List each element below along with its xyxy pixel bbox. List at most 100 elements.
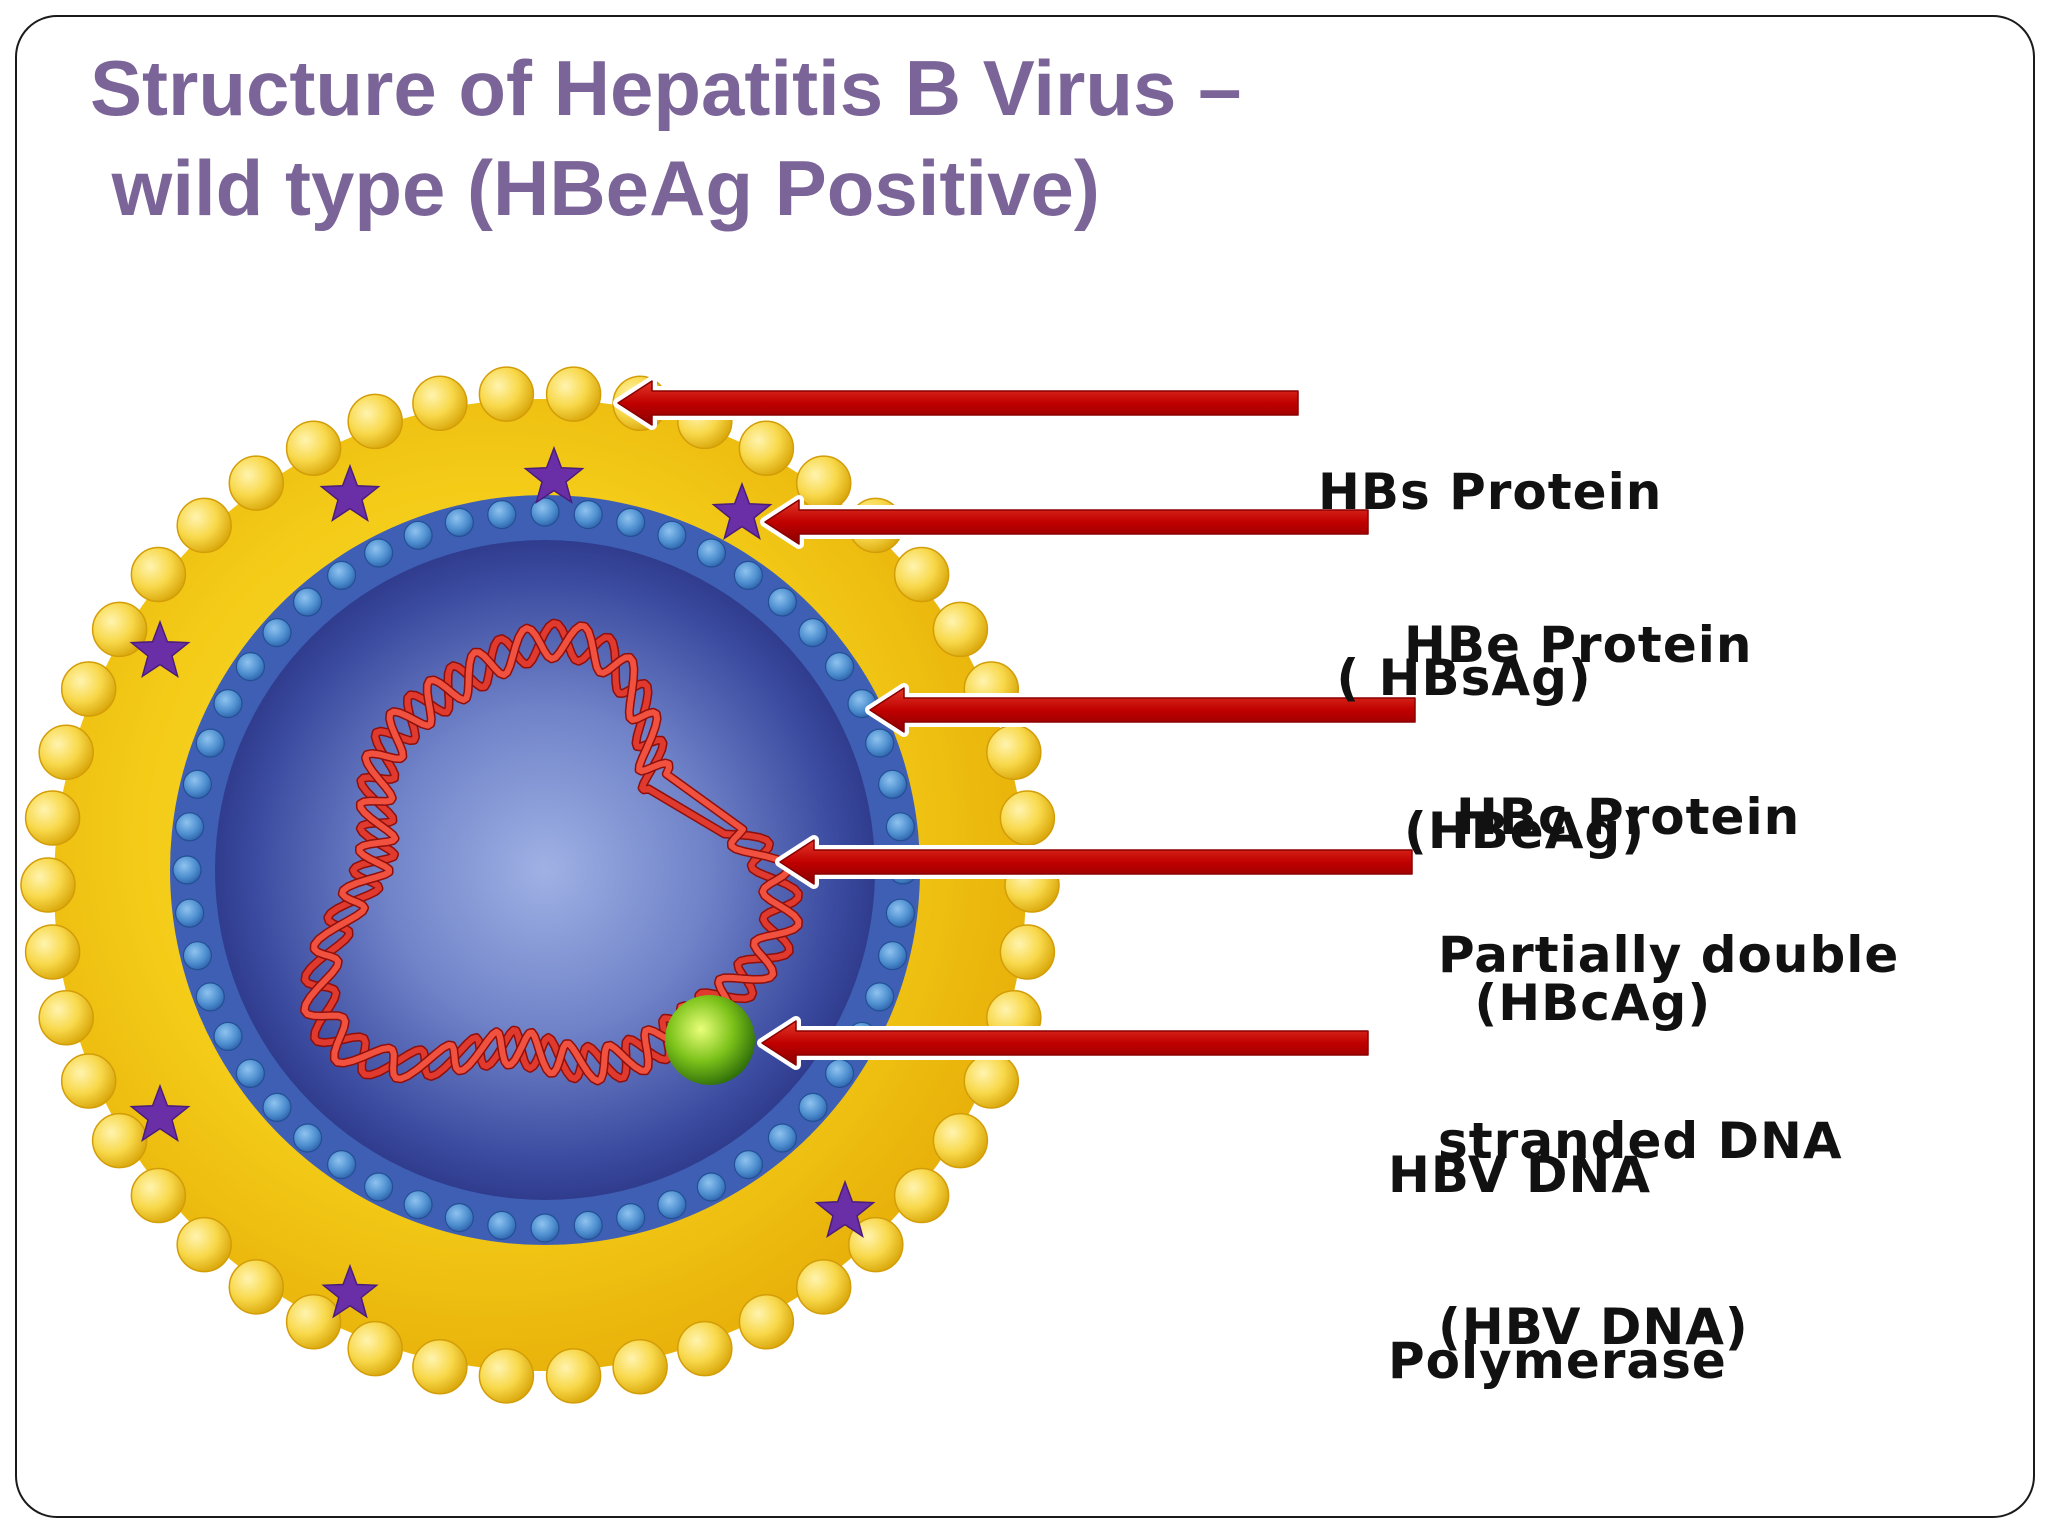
surface-sphere xyxy=(795,1259,852,1315)
capsid-bead xyxy=(877,941,908,971)
capsid-bead xyxy=(487,499,517,530)
surface-sphere xyxy=(478,1348,535,1404)
capsid-bead xyxy=(172,855,202,885)
capsid-bead xyxy=(616,507,646,538)
capsid-bead xyxy=(824,651,855,682)
page-title: Structure of Hepatitis B Virus – wild ty… xyxy=(90,38,1242,238)
surface-sphere xyxy=(20,857,76,913)
star-icon xyxy=(319,463,381,523)
label-hbc-line-1: HBc Protein xyxy=(1456,788,1801,846)
surface-sphere xyxy=(228,1259,285,1315)
hbe-protein-stars xyxy=(129,445,876,1319)
arrow-icon xyxy=(775,835,1417,889)
label-hbe-line-1: HBe Protein xyxy=(1404,616,1753,674)
surface-sphere xyxy=(893,1167,950,1224)
capsid-bead xyxy=(364,1172,394,1202)
surface-sphere xyxy=(24,790,81,846)
surface-sphere xyxy=(347,393,403,450)
arrow-icon xyxy=(613,376,1303,430)
dna-polymerase-sphere xyxy=(665,995,755,1085)
capsid-bead xyxy=(824,1058,855,1089)
surface-sphere xyxy=(176,1216,232,1273)
capsid-bead xyxy=(767,1123,798,1153)
label-hbs-line-2: ( HBsAg) xyxy=(1318,649,1592,707)
surface-sphere xyxy=(795,455,852,511)
surface-sphere xyxy=(612,1338,668,1395)
surface-sphere xyxy=(545,1348,602,1404)
label-hbv-dna: Partially double stranded DNA (HBV DNA) xyxy=(1438,800,1899,1420)
capsid-bead xyxy=(798,617,828,648)
star-icon xyxy=(129,619,191,679)
capsid-bead xyxy=(733,1149,764,1180)
capsid-bead xyxy=(262,1092,292,1123)
label-hbs-line-1: HBs Protein xyxy=(1318,463,1663,521)
capsid-bead xyxy=(327,1149,357,1180)
capsid-bead xyxy=(182,941,212,971)
capsid-bead xyxy=(213,688,243,719)
capsid-bead xyxy=(293,587,323,617)
surface-sphere xyxy=(738,420,795,476)
label-polymerase-line-1: HBV DNA xyxy=(1388,1146,1652,1204)
surface-sphere xyxy=(228,455,285,511)
capsid-bead xyxy=(657,520,687,550)
capsid-bead xyxy=(235,1058,265,1089)
star-icon xyxy=(814,1179,876,1239)
surface-sphere xyxy=(999,790,1056,846)
label-arrows xyxy=(613,376,1420,1070)
surface-sphere xyxy=(677,1320,733,1377)
capsid-bead xyxy=(364,538,394,568)
capsid-bead xyxy=(195,728,225,758)
surface-sphere xyxy=(285,420,342,476)
arrow-icon xyxy=(757,1016,1373,1070)
surface-sphere xyxy=(38,989,94,1046)
arrow-icon xyxy=(865,683,1420,737)
star-icon xyxy=(523,445,585,505)
surface-sphere xyxy=(893,546,950,603)
star-icon xyxy=(711,481,773,541)
label-hbe-line-2: (HBeAg) xyxy=(1404,802,1646,860)
capsid-bead xyxy=(885,898,916,928)
capsid-bead xyxy=(696,1172,727,1202)
label-hbc-protein: HBc Protein (HBcAg) xyxy=(1456,662,1800,1096)
capsid-bead xyxy=(530,497,560,527)
capsid-bead xyxy=(573,1210,603,1241)
surface-sphere xyxy=(848,1216,904,1273)
star-icon xyxy=(129,1083,191,1143)
surface-sphere xyxy=(545,366,602,422)
label-hbe-protein: HBe Protein (HBeAg) xyxy=(1404,490,1752,924)
star-icon xyxy=(321,1263,379,1319)
surface-sphere xyxy=(130,1167,187,1224)
capsid-bead xyxy=(798,1092,828,1123)
surface-sphere xyxy=(986,724,1042,781)
capsid-bead xyxy=(327,560,357,591)
surface-sphere xyxy=(130,546,187,603)
surface-sphere xyxy=(412,1338,468,1395)
surface-sphere xyxy=(932,601,989,658)
capsid-bead xyxy=(877,769,908,799)
surface-sphere xyxy=(478,366,535,422)
capsid-bead xyxy=(195,982,225,1012)
dna-strand xyxy=(301,622,802,1084)
label-hbv-polymerase: HBV DNA Polymerase xyxy=(1388,1020,1727,1454)
surface-sphere xyxy=(60,661,117,717)
capsid-bead xyxy=(213,1021,243,1052)
arrow-icon xyxy=(760,495,1373,549)
capsid-bead xyxy=(657,1190,687,1220)
capsid-bead xyxy=(444,507,474,538)
surface-sphere xyxy=(999,924,1056,980)
surface-sphere xyxy=(963,1053,1020,1109)
label-dna-line-3: (HBV DNA) xyxy=(1438,1298,1749,1356)
surface-sphere xyxy=(24,924,81,980)
capsid-bead xyxy=(403,520,433,550)
capsid-bead xyxy=(444,1202,474,1233)
surface-sphere xyxy=(285,1294,342,1350)
surface-sphere xyxy=(38,724,94,781)
capsid-bead xyxy=(175,898,205,928)
surface-sphere xyxy=(60,1053,117,1109)
title-line-1: Structure of Hepatitis B Virus – xyxy=(90,44,1242,132)
surface-sphere xyxy=(91,1112,148,1169)
surface-sphere xyxy=(347,1320,403,1377)
capsid-bead xyxy=(235,651,265,682)
surface-sphere xyxy=(412,375,468,432)
